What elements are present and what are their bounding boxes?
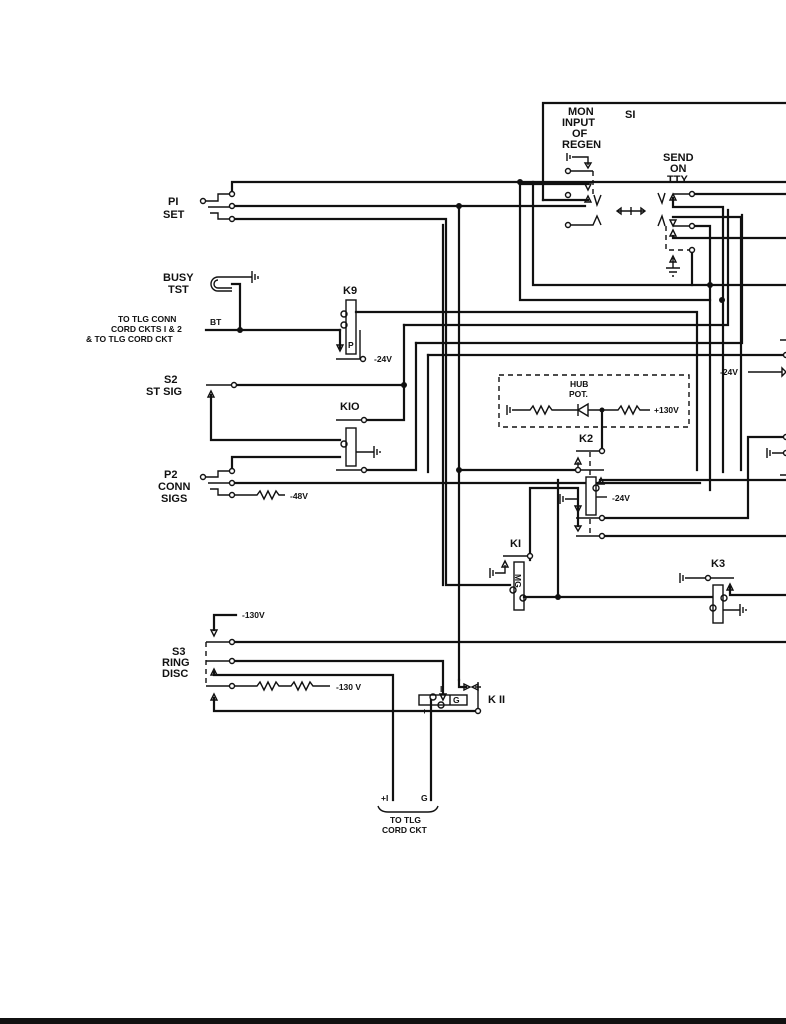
svg-text:MG: MG [513,574,523,588]
svg-text:RING: RING [162,657,190,669]
s1-switch-block: SI MON INPUT OF REGEN SEND ON TTY [518,101,786,474]
relay-k2: K2 -24V [456,408,786,562]
svg-text:ON: ON [670,163,687,175]
svg-text:& TO TLG CORD CKT: & TO TLG CORD CKT [86,334,174,344]
p1-set-jack: PI SET [163,190,236,223]
svg-text:+130V: +130V [654,405,679,415]
svg-text:REGEN: REGEN [562,139,601,151]
svg-text:MON: MON [568,106,594,118]
scan-edge-bar [0,1018,786,1024]
right-edge-stubs: -24V [720,339,786,476]
svg-text:KI: KI [510,538,521,550]
busy-tst-label: TST [168,284,189,296]
svg-text:-130V: -130V [242,610,265,620]
svg-text:CONN: CONN [158,481,190,493]
s2-st-sig-key: S2 ST SIG [146,323,407,442]
svg-text:-24V: -24V [720,367,738,377]
relay-k3: K3 [679,558,786,624]
relay-k1: KI MG [489,538,534,611]
wire-p1-top [230,180,786,193]
svg-text:DISC: DISC [162,668,188,680]
relay-k9: K9 P -24V [335,285,392,364]
p1-set-label: SET [163,209,185,221]
svg-text:POT.: POT. [569,389,588,399]
svg-text:G: G [421,793,428,803]
svg-text:K II: K II [488,694,505,706]
tlg-conn-note: TO TLG CONN CORD CKTS I & 2 & TO TLG COR… [86,314,222,344]
wire-k9-top [354,310,699,472]
svg-text:-48V: -48V [290,491,308,501]
svg-text:CORD CKT: CORD CKT [382,825,428,835]
svg-text:-24V: -24V [374,354,392,364]
svg-text:TTY: TTY [667,174,688,186]
svg-text:S3: S3 [172,646,185,658]
svg-text:-130 V: -130 V [336,682,361,692]
svg-text:G: G [453,695,460,705]
svg-text:P: P [348,340,354,350]
relay-k10: KIO [336,341,418,474]
to-tlg-cord-ckt: +I G TO TLG CORD CKT [377,793,439,835]
busy-test-lamp: BUSY TST [163,271,259,331]
busy-label: BUSY [163,272,194,284]
relay-k11: K II G I + [418,678,505,802]
svg-text:+I: +I [381,793,388,803]
svg-text:OF: OF [572,128,588,140]
svg-text:S2: S2 [164,374,177,386]
svg-text:TO TLG CONN: TO TLG CONN [118,314,176,324]
svg-text:K9: K9 [343,285,357,297]
svg-text:ST SIG: ST SIG [146,386,182,398]
svg-text:K2: K2 [579,433,593,445]
svg-text:+: + [422,706,427,716]
wire-p1-bot [233,217,512,587]
p2-conn-sigs-jack: P2 CONN SIGS -48V [158,455,702,505]
svg-text:KIO: KIO [340,401,360,413]
svg-text:TO TLG: TO TLG [390,815,421,825]
svg-text:SI: SI [625,109,635,121]
svg-text:CORD CKTS I & 2: CORD CKTS I & 2 [111,324,182,334]
svg-text:I: I [440,684,442,694]
p1-label: PI [168,196,178,208]
svg-text:INPUT: INPUT [562,117,595,129]
hub-pot-network: HUB POT. +130V [498,374,690,428]
svg-text:-24V: -24V [612,493,630,503]
s3-ring-disc-key: S3 RING DISC -130V -130 V [162,610,786,802]
svg-text:K3: K3 [711,558,725,570]
svg-text:HUB: HUB [570,379,588,389]
svg-text:SIGS: SIGS [161,493,187,505]
svg-text:P2: P2 [164,469,177,481]
bt-label: BT [210,317,222,327]
svg-text:SEND: SEND [663,152,694,164]
